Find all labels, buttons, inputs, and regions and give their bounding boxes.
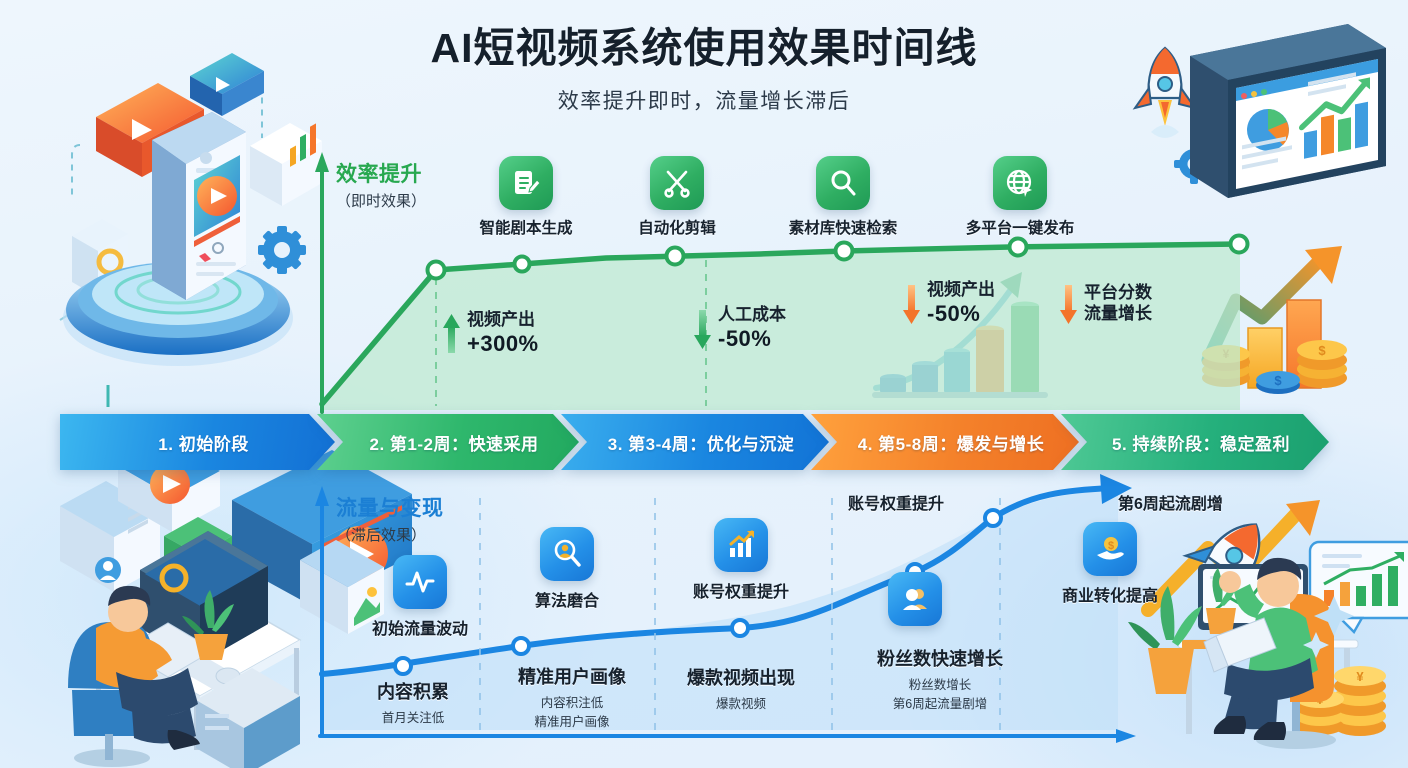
traffic-node-4-label-group: 粉丝数快速增长 粉丝数增长 第6周起流量剧增 xyxy=(845,645,1035,712)
traffic-node-1-label-group: 内容积累 首月关注低 xyxy=(333,678,493,726)
feature-auto-editing[interactable]: 自动化剪辑 xyxy=(602,156,752,238)
traffic-node-3-icon-group[interactable]: 账号权重提升 xyxy=(666,518,816,602)
stage-label: 3. 第3-4周：优化与沉淀 xyxy=(607,434,795,454)
traffic-node-icon-label: 初始流量波动 xyxy=(371,621,468,638)
stage-timeline: 1. 初始阶段 2. 第1-2周：快速采用 3. 第3-4周：优化与沉淀 4. … xyxy=(60,414,1350,470)
traffic-node-5-icon-group[interactable]: $ 商业转化提高 xyxy=(1035,522,1185,606)
traffic-axis-subtitle: （滞后效果） xyxy=(336,527,427,544)
search-icon xyxy=(816,156,870,210)
traffic-axis-label: 流量与变现 （滞后效果） xyxy=(336,492,444,545)
traffic-node-icon-label: 算法磨合 xyxy=(534,593,599,610)
efficiency-axis-subtitle: （即时效果） xyxy=(336,193,427,210)
traffic-node-icon-label: 账号权重提升 xyxy=(692,584,789,601)
arrow-down-icon xyxy=(1060,284,1077,324)
svg-text:¥: ¥ xyxy=(1223,347,1230,361)
stage-4[interactable]: 4. 第5-8周：爆发与增长 xyxy=(811,414,1079,470)
traffic-annotation-surge: 第6周起流剧增 xyxy=(1118,496,1223,513)
stage-label: 4. 第5-8周：爆发与增长 xyxy=(857,434,1045,454)
feature-label: 智能剧本生成 xyxy=(479,220,573,237)
metric-value: 流量增长 xyxy=(1084,304,1152,324)
feature-label: 自动化剪辑 xyxy=(638,220,716,237)
globe-click-icon xyxy=(993,156,1047,210)
traffic-node-1-icon-group[interactable]: 初始流量波动 xyxy=(345,555,495,639)
stage-5[interactable]: 5. 持续阶段：稳定盈利 xyxy=(1061,414,1329,470)
bar-trend-icon xyxy=(714,518,768,572)
user-search-icon xyxy=(540,527,594,581)
traffic-node-sub: 爆款视频 xyxy=(715,697,766,711)
feature-label: 多平台一键发布 xyxy=(965,220,1075,237)
feature-asset-search[interactable]: 素材库快速检索 xyxy=(768,156,918,238)
traffic-axis-title: 流量与变现 xyxy=(336,497,444,520)
traffic-node-2-label-group: 精准用户画像 内容积注低 精准用户画像 xyxy=(484,663,660,730)
svg-text:¥: ¥ xyxy=(1356,669,1364,684)
metric-value: +300% xyxy=(467,331,539,357)
feature-label: 素材库快速检索 xyxy=(788,220,898,237)
metric-value: -50% xyxy=(927,301,981,327)
stage-2[interactable]: 2. 第1-2周：快速采用 xyxy=(317,414,579,470)
metric-label: 视频产出 xyxy=(467,310,535,329)
metric-video-output-up: 视频产出 +300% xyxy=(443,310,539,358)
traffic-node-sub: 内容积注低 精准用户画像 xyxy=(534,696,610,729)
page-subtitle: 效率提升即时，流量增长滞后 xyxy=(557,90,851,114)
traffic-node-sub: 粉丝数增长 第6周起流量剧增 xyxy=(892,678,988,711)
stage-1[interactable]: 1. 初始阶段 xyxy=(60,414,335,470)
stage-label: 1. 初始阶段 xyxy=(158,434,249,454)
svg-text:$: $ xyxy=(1318,343,1326,358)
pulse-icon xyxy=(393,555,447,609)
arrow-down-icon xyxy=(903,284,920,324)
traffic-node-sub: 首月关注低 xyxy=(381,711,445,725)
traffic-node-3-label-group: 爆款视频出现 爆款视频 xyxy=(665,664,817,712)
efficiency-axis-label: 效率提升 （即时效果） xyxy=(336,158,426,211)
illustration-growth-coins: ¥ $ $ xyxy=(1201,246,1347,394)
page-title: AI短视频系统使用效果时间线 xyxy=(430,25,978,71)
svg-text:¥: ¥ xyxy=(1317,693,1324,707)
svg-text:$: $ xyxy=(1274,373,1282,388)
metric-label: 视频产出 xyxy=(927,280,995,299)
traffic-node-label: 内容积累 xyxy=(377,682,449,702)
stage-3[interactable]: 3. 第3-4周：优化与沉淀 xyxy=(561,414,829,470)
feature-script-generation[interactable]: 智能剧本生成 xyxy=(451,156,601,238)
header: AI短视频系统使用效果时间线 效率提升即时，流量增长滞后 xyxy=(0,25,1408,115)
arrow-down-icon xyxy=(694,309,711,349)
traffic-node-4-icon-group[interactable] xyxy=(888,572,948,626)
efficiency-axis-title: 效率提升 xyxy=(336,163,422,186)
metric-label: 平台分数 xyxy=(1084,283,1152,302)
feature-multiplatform-publish[interactable]: 多平台一键发布 xyxy=(945,156,1095,238)
traffic-annotation-weight: 账号权重提升 xyxy=(848,496,945,513)
stage-label: 5. 持续阶段：稳定盈利 xyxy=(1112,434,1290,454)
traffic-node-label: 爆款视频出现 xyxy=(687,668,795,688)
metric-labor-cost-down: 人工成本 -50% xyxy=(694,305,786,353)
svg-text:$: $ xyxy=(1108,540,1114,552)
metric-label: 人工成本 xyxy=(718,305,786,324)
metric-video-output-down: 视频产出 -50% xyxy=(903,280,995,328)
scissors-icon xyxy=(650,156,704,210)
traffic-node-icon-label: 商业转化提高 xyxy=(1061,588,1158,605)
metric-value: -50% xyxy=(718,326,772,352)
traffic-node-label: 精准用户画像 xyxy=(518,667,626,687)
hand-coin-icon: $ xyxy=(1083,522,1137,576)
traffic-node-label: 粉丝数快速增长 xyxy=(877,649,1003,669)
traffic-node-2-icon-group[interactable]: 算法磨合 xyxy=(492,527,642,611)
users-icon xyxy=(888,572,942,626)
script-edit-icon xyxy=(499,156,553,210)
metric-platform-share: 平台分数 流量增长 xyxy=(1060,283,1152,325)
arrow-up-icon xyxy=(443,313,460,353)
stage-label: 2. 第1-2周：快速采用 xyxy=(369,434,539,454)
